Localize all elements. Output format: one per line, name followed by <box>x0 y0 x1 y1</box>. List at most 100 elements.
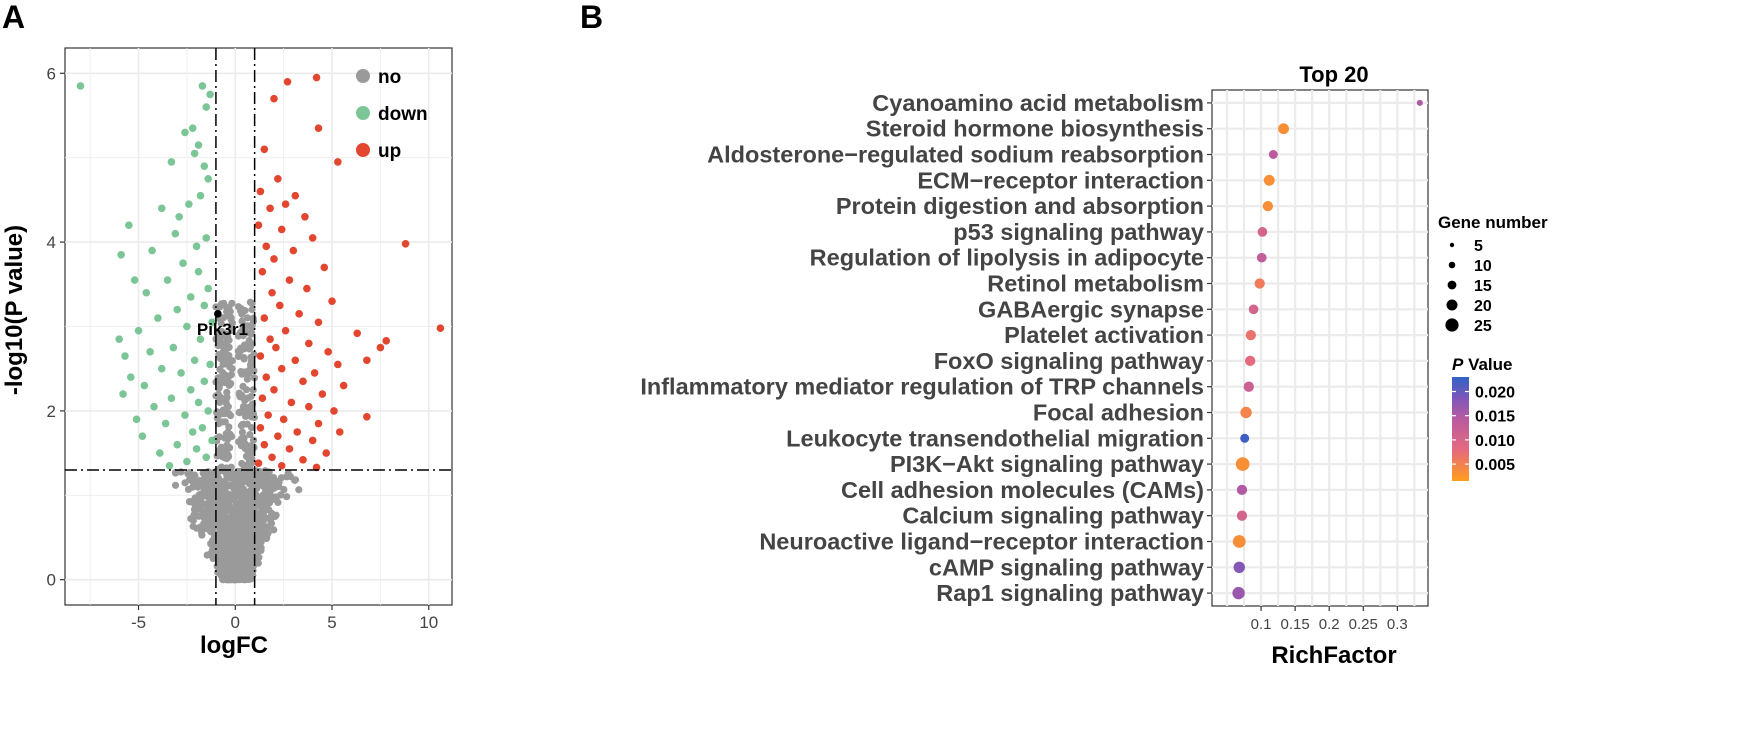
gene-number-legend-title: Gene number <box>1438 213 1548 232</box>
volcano-point-no <box>238 317 246 325</box>
volcano-point-down <box>202 234 211 242</box>
volcano-point-no <box>214 476 223 484</box>
volcano-point-down <box>157 204 166 213</box>
volcano-point-no <box>246 361 255 369</box>
volcano-point-up <box>274 175 282 183</box>
volcano-point-up <box>260 314 269 322</box>
volcano-legend-label-down: down <box>378 104 428 125</box>
volcano-point-down <box>140 381 149 390</box>
volcano-point-no <box>233 541 241 549</box>
volcano-point-no <box>248 502 256 510</box>
volcano-point-no <box>214 390 223 399</box>
volcano-legend-label-no: no <box>378 67 401 88</box>
dotplot-point <box>1240 406 1252 419</box>
volcano-point-no <box>221 410 229 418</box>
volcano-point-no <box>201 501 210 510</box>
volcano-point-up <box>256 423 265 432</box>
dotplot-category-label: Regulation of lipolysis in adipocyte <box>810 245 1204 271</box>
volcano-point-down <box>194 267 203 276</box>
volcano-point-up <box>258 394 267 403</box>
volcano-point-no <box>224 547 232 555</box>
dotplot-point <box>1248 304 1259 315</box>
gene-number-legend-dot <box>1448 261 1456 269</box>
volcano-point-no <box>247 392 255 400</box>
p-value-legend-label: 0.015 <box>1475 409 1515 426</box>
volcano-point-no <box>275 482 283 491</box>
dotplot-category-label: Platelet activation <box>1004 322 1204 348</box>
volcano-point-no <box>242 527 250 535</box>
volcano-point-down <box>185 200 193 208</box>
volcano-point-up <box>334 360 342 369</box>
volcano-point-up <box>320 263 329 272</box>
volcano-point-up <box>285 445 294 453</box>
volcano-point-no <box>204 468 212 476</box>
volcano-point-down <box>125 221 133 230</box>
volcano-point-down <box>186 293 195 301</box>
dotplot-point <box>1232 586 1245 600</box>
volcano-point-down <box>157 364 166 373</box>
volcano-x-tick-label: 10 <box>419 613 438 632</box>
volcano-point-no <box>227 521 236 529</box>
volcano-points-no <box>171 298 303 584</box>
volcano-point-no <box>223 441 231 449</box>
volcano-point-down <box>206 360 214 369</box>
volcano-point-down <box>119 390 127 398</box>
volcano-point-up <box>274 432 282 441</box>
volcano-point-up <box>322 449 331 457</box>
volcano-point-up <box>277 364 286 373</box>
volcano-point-up <box>353 329 361 338</box>
volcano-point-no <box>252 555 260 564</box>
volcano-point-no <box>247 329 256 337</box>
volcano-point-no <box>241 412 250 421</box>
volcano-point-down <box>121 352 129 360</box>
volcano-point-up <box>335 428 344 436</box>
volcano-point-down <box>196 335 205 343</box>
volcano-point-up <box>256 187 265 196</box>
volcano-point-no <box>227 433 236 441</box>
dotplot-point <box>1256 252 1267 263</box>
volcano-point-down <box>194 141 203 149</box>
volcano-point-no <box>228 299 236 307</box>
dotplot-point <box>1240 433 1250 443</box>
volcano-point-down <box>146 348 154 356</box>
volcano-point-no <box>198 528 206 536</box>
volcano-point-no <box>245 548 253 556</box>
volcano-point-no <box>248 408 256 416</box>
volcano-point-no <box>222 353 231 361</box>
volcano-point-up <box>270 255 278 263</box>
volcano-y-tick-label: 4 <box>47 233 56 252</box>
volcano-point-up <box>330 407 338 415</box>
volcano-x-tick-label: -5 <box>131 613 146 632</box>
volcano-points <box>76 73 445 472</box>
volcano-point-no <box>233 473 241 481</box>
volcano-legend-swatch-no <box>356 69 370 83</box>
volcano-point-down <box>132 415 141 424</box>
volcano-point-down <box>202 103 211 111</box>
dotplot-point <box>1257 227 1268 237</box>
volcano-point-no <box>246 537 254 546</box>
dotplot-title: Top 20 <box>1299 62 1368 87</box>
volcano-point-down <box>200 377 209 386</box>
volcano-point-no <box>223 393 231 401</box>
volcano-point-no <box>240 394 248 403</box>
volcano-point-down <box>200 162 209 170</box>
volcano-point-up <box>258 267 267 276</box>
volcano-point-up <box>279 415 288 424</box>
volcano-point-up <box>334 158 342 166</box>
dotplot-point <box>1278 123 1289 135</box>
volcano-point-no <box>237 478 245 486</box>
volcano-point-up <box>256 352 265 360</box>
volcano-point-up <box>382 337 391 345</box>
volcano-point-down <box>200 301 209 310</box>
volcano-point-down <box>142 288 151 297</box>
volcano-point-down <box>190 149 199 158</box>
volcano-point-down <box>183 457 191 466</box>
volcano-point-up <box>314 419 323 428</box>
volcano-point-no <box>233 570 241 578</box>
volcano-point-no <box>220 529 229 538</box>
volcano-point-up <box>293 428 302 436</box>
